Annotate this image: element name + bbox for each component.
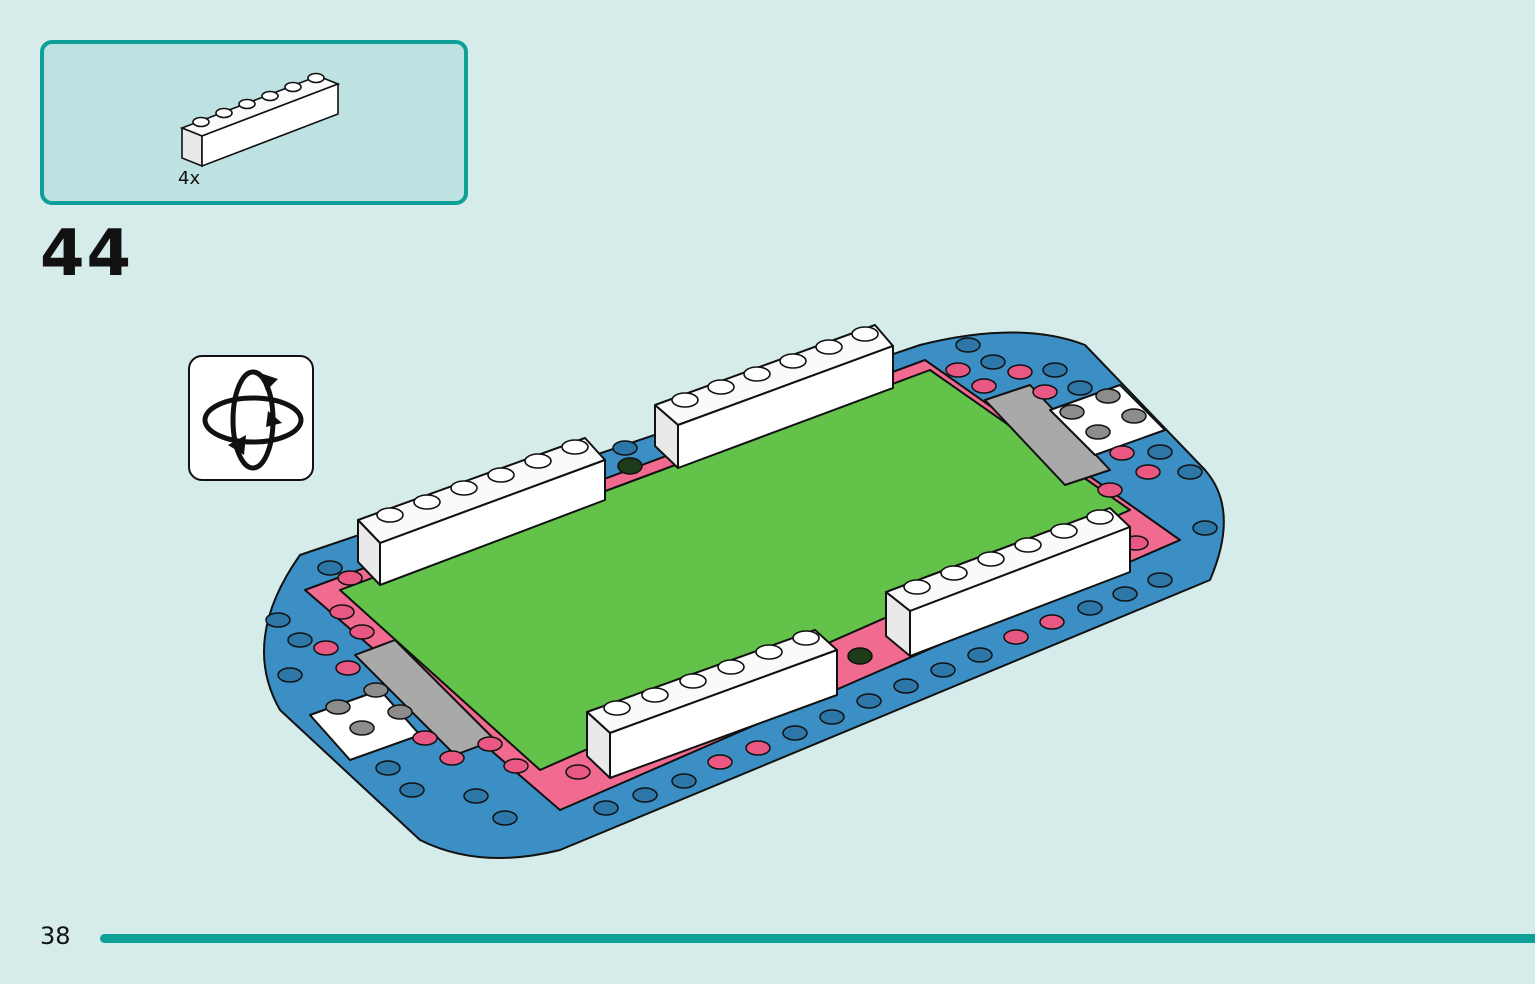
white-brick-1x6-icon [179,72,341,168]
footer-rule [100,934,1535,943]
part-count: 4x [178,168,201,189]
rotate-model-icon [202,369,304,471]
parts-callout-box: 4x [40,40,468,205]
page-number: 38 [40,922,71,950]
step-number: 44 [40,217,134,291]
rotate-model-box [188,355,314,481]
lego-field-assembly-illustration [263,324,1225,859]
